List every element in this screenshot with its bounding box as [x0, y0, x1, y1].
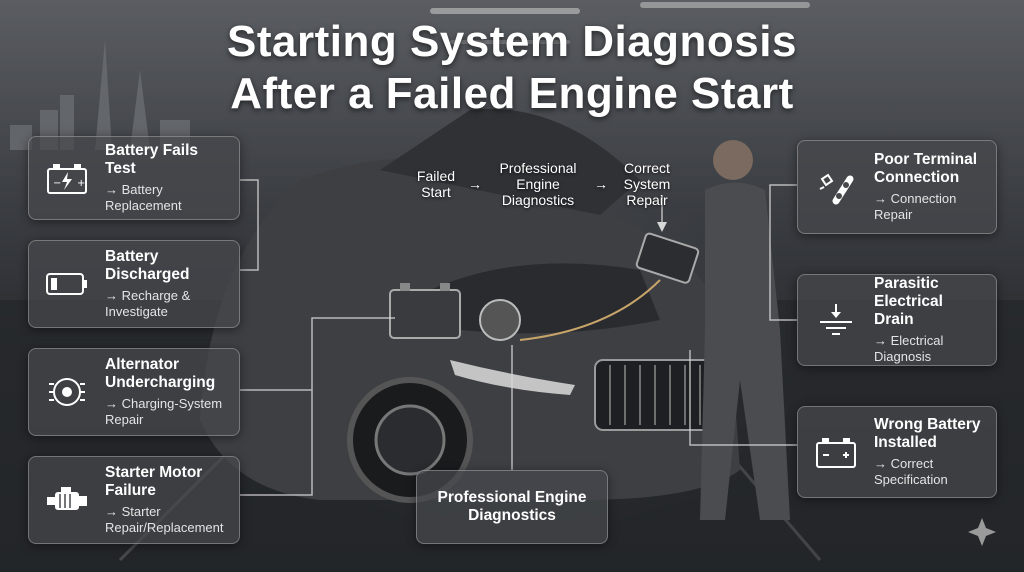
flow-arrow: →	[594, 176, 608, 192]
alternator-icon	[39, 364, 95, 420]
corroded-terminal-icon	[808, 159, 864, 215]
diagnosis-flow: Failed Start → Professional Engine Diagn…	[412, 156, 678, 212]
flow-step-diagnostics: Professional Engine Diagnostics	[499, 160, 577, 208]
card-wrong-battery-installed: Wrong Battery Installed → Correct Specif…	[797, 406, 997, 498]
battery-icon: −+	[39, 150, 95, 206]
card-action: → Electrical Diagnosis	[874, 333, 944, 364]
electrical-drain-icon	[808, 292, 864, 348]
card-title: Poor Terminal Connection	[874, 151, 978, 186]
card-title: Parasitic Electrical Drain	[874, 275, 943, 328]
title-line-1: Starting System Diagnosis	[227, 17, 797, 66]
battery-icon	[808, 424, 864, 480]
starter-motor-icon	[39, 472, 95, 528]
card-action: → Correct Specification	[874, 456, 948, 487]
card-professional-engine-diagnostics: Professional Engine Diagnostics	[416, 470, 608, 544]
card-action: → Starter Repair/Replacement	[105, 504, 224, 535]
card-title: Starter Motor Failure	[105, 464, 203, 499]
card-parasitic-electrical-drain: Parasitic Electrical Drain → Electrical …	[797, 274, 997, 366]
low-battery-icon	[39, 256, 95, 312]
card-title: Alternator Undercharging	[105, 356, 216, 391]
svg-text:+: +	[77, 178, 85, 189]
flow-down-arrow	[657, 222, 667, 232]
card-action: → Connection Repair	[874, 191, 957, 222]
svg-text:−: −	[53, 178, 61, 189]
page-title: Starting System Diagnosis After a Failed…	[0, 16, 1024, 120]
card-alternator-undercharging: Alternator Undercharging → Charging-Syst…	[28, 348, 240, 436]
card-starter-motor-failure: Starter Motor Failure → Starter Repair/R…	[28, 456, 240, 544]
flow-step-failed-start: Failed Start	[416, 168, 456, 200]
card-battery-fails-test: −+ Battery Fails Test → Battery Replacem…	[28, 136, 240, 220]
title-line-2: After a Failed Engine Start	[230, 69, 794, 118]
card-title: Battery Discharged	[105, 248, 190, 283]
card-title: Battery Fails Test	[105, 142, 199, 177]
card-title: Wrong Battery Installed	[874, 416, 981, 451]
card-battery-discharged: Battery Discharged → Recharge & Investig…	[28, 240, 240, 328]
card-poor-terminal-connection: Poor Terminal Connection → Connection Re…	[797, 140, 997, 234]
card-action: → Recharge & Investigate	[105, 288, 191, 319]
sparkle-icon	[968, 518, 996, 546]
card-action: → Battery Replacement	[105, 182, 182, 213]
card-action: → Charging-System Repair	[105, 396, 223, 427]
flow-arrow: →	[468, 176, 482, 192]
flow-step-repair: Correct System Repair	[623, 160, 671, 208]
